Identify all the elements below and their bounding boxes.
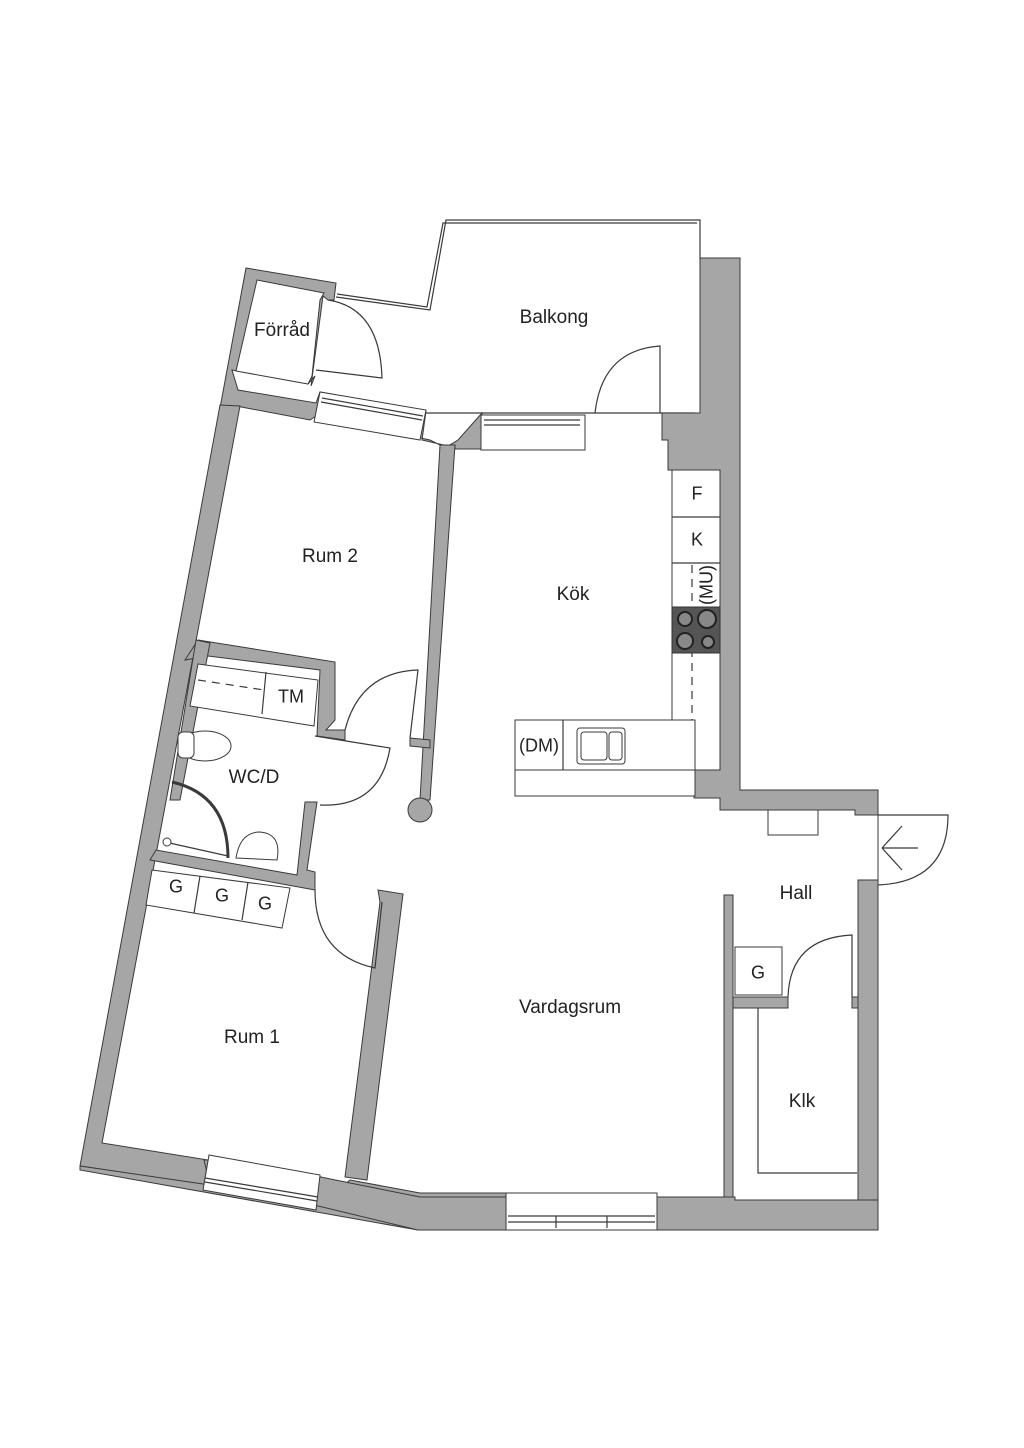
room-label-kok: Kök bbox=[556, 584, 590, 605]
room-label-vardagsrum: Vardagsrum bbox=[518, 997, 622, 1018]
fixture-wardrobe-hall: G bbox=[750, 962, 766, 983]
room-label-forrad: Förråd bbox=[254, 320, 310, 341]
fixture-washer: TM bbox=[278, 686, 304, 707]
toilet bbox=[177, 730, 232, 762]
window-kok bbox=[480, 414, 586, 451]
window-vardagsrum bbox=[505, 1192, 658, 1231]
room-label-klk: Klk bbox=[788, 1091, 816, 1112]
stove bbox=[671, 606, 721, 654]
kitchen-sink bbox=[576, 727, 626, 765]
wardrobes-rum1 bbox=[145, 869, 291, 929]
wall-hall-klk bbox=[723, 894, 734, 1198]
shower bbox=[162, 780, 230, 859]
balcony-railing bbox=[335, 219, 701, 311]
room-label-wcd: WC/D bbox=[228, 767, 280, 788]
column bbox=[407, 797, 433, 823]
doors bbox=[314, 299, 949, 998]
fixture-wardrobe-b: G bbox=[214, 885, 230, 906]
room-label-rum1: Rum 1 bbox=[224, 1027, 280, 1048]
fixture-wardrobe-a: G bbox=[168, 876, 184, 897]
storage-interior bbox=[235, 279, 325, 385]
fixture-microwave: (MU) bbox=[696, 565, 717, 605]
wall-rum1-vardagsrum bbox=[344, 889, 404, 1181]
fixture-freezer: K bbox=[690, 529, 704, 550]
room-label-hall: Hall bbox=[779, 883, 813, 904]
fixture-dishwasher: (DM) bbox=[519, 735, 559, 756]
room-label-balkong: Balkong bbox=[519, 307, 589, 328]
wall-west bbox=[79, 404, 241, 1186]
room-label-rum2: Rum 2 bbox=[302, 546, 358, 567]
sink bbox=[235, 831, 279, 861]
fixture-fridge: F bbox=[691, 483, 703, 504]
window-rum2 bbox=[313, 391, 427, 441]
fixture-wardrobe-c: G bbox=[257, 893, 273, 914]
window-rum1 bbox=[202, 1154, 321, 1211]
